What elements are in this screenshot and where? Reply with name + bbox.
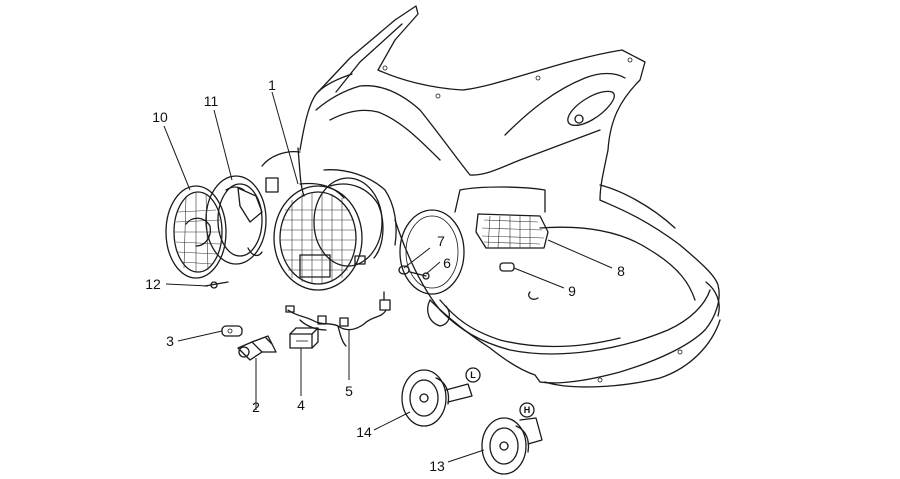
horn-high-13 [481, 402, 543, 475]
horn-low-badge-letter: L [470, 370, 476, 380]
callout-2: 2 [252, 399, 260, 415]
callout-5: 5 [345, 383, 353, 399]
callout-7: 7 [437, 233, 445, 249]
screw-washer-6-7 [398, 265, 430, 280]
callout-12: 12 [145, 276, 161, 292]
callout-3: 3 [166, 333, 174, 349]
fairing [261, 5, 721, 388]
callout-6: 6 [443, 255, 451, 271]
indicator-8 [475, 213, 549, 249]
bulb-3 [221, 325, 243, 337]
callout-13: 13 [429, 458, 445, 474]
callout-9: 9 [568, 283, 576, 299]
screw-12 [204, 281, 229, 289]
horn-high-badge [519, 402, 535, 418]
bulb-2 [237, 335, 277, 361]
connector-4 [289, 327, 319, 349]
callout-14: 14 [356, 424, 372, 440]
callout-1: 1 [268, 77, 276, 93]
horn-low-14 [401, 367, 481, 427]
callout-8: 8 [617, 263, 625, 279]
headlamp-lens-grid [281, 192, 356, 284]
horn-low-badge [465, 367, 481, 383]
horn-high-badge-letter: H [524, 405, 531, 415]
callout-labels: 1 2 3 4 5 6 7 8 9 10 11 12 13 14 [145, 77, 625, 474]
callout-11: 11 [204, 93, 219, 109]
callout-4: 4 [297, 397, 305, 413]
leader-lines [163, 91, 613, 463]
wiring-harness-5 [285, 291, 391, 347]
headlamp-assembly [273, 177, 384, 291]
callout-10: 10 [152, 109, 168, 125]
headlamp-reflector [165, 185, 227, 279]
bulb-9 [499, 262, 539, 300]
